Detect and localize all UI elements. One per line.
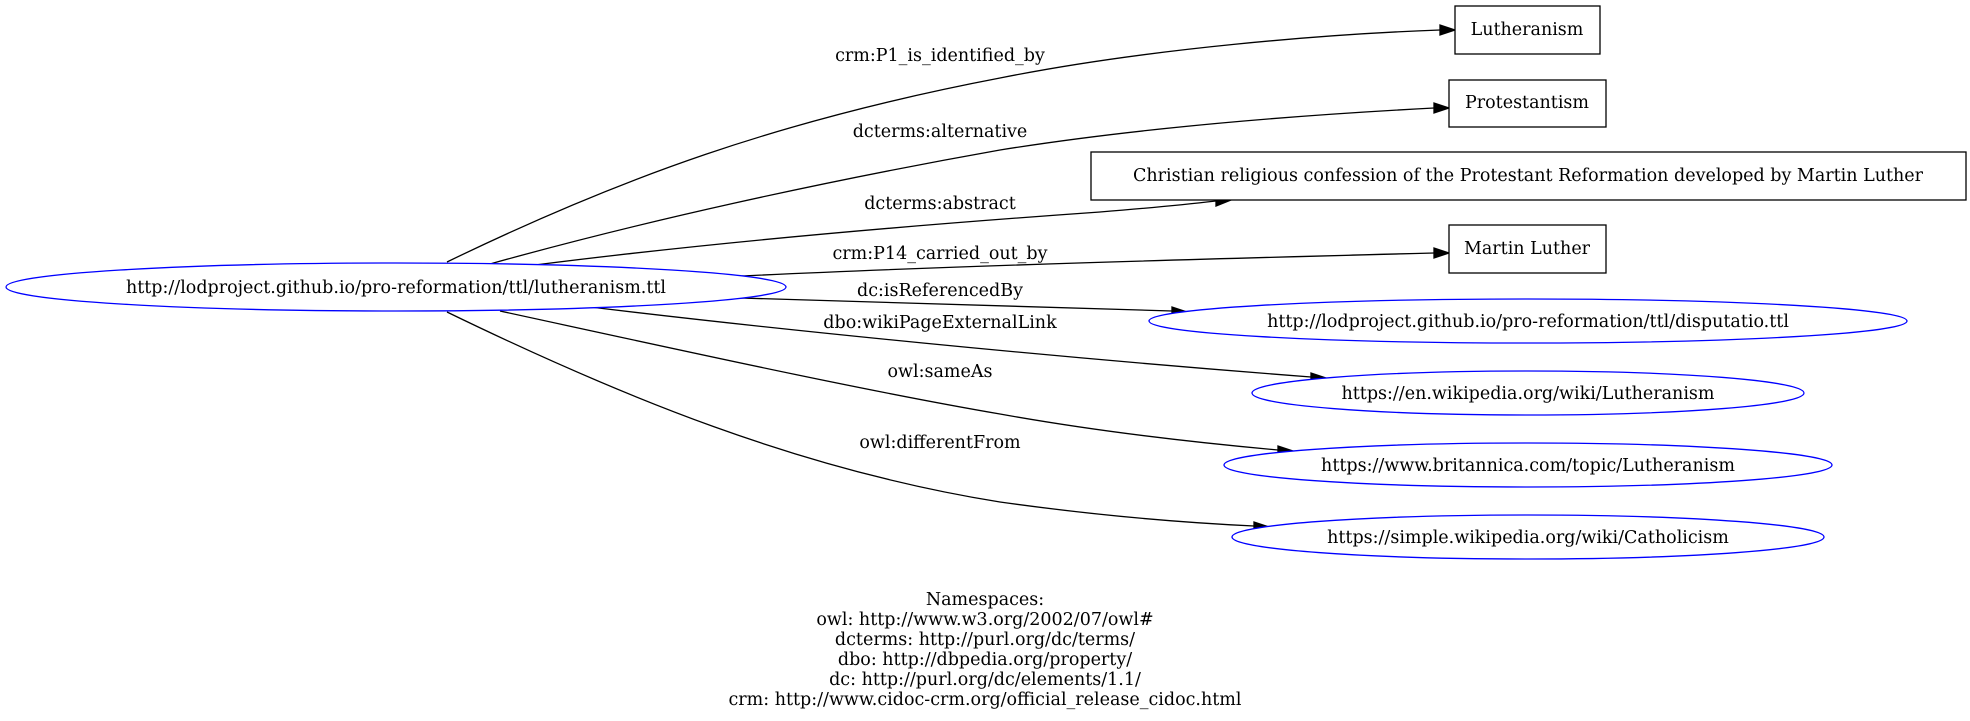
arrowhead [1439, 24, 1458, 36]
node-ellipse [1231, 514, 1825, 560]
node-box [1090, 151, 1967, 201]
edge-p14-carried-out-by[interactable]: crm:P14_carried_out_by [741, 244, 1452, 277]
edge-label: dc:isReferencedBy [857, 281, 1023, 301]
edge-label: dcterms:alternative [853, 122, 1028, 142]
namespace-line-crm: crm: http://www.cidoc-crm.org/official_r… [729, 690, 1242, 710]
node-abstract[interactable]: Christian religious confession of the Pr… [1090, 151, 1967, 201]
node-simple-wikipedia[interactable]: https://simple.wikipedia.org/wiki/Cathol… [1231, 514, 1825, 560]
edge-line [741, 252, 1435, 277]
source-node[interactable]: http://lodproject.github.io/pro-reformat… [5, 262, 787, 312]
node-label: Protestantism [1465, 93, 1589, 113]
node-en-wikipedia[interactable]: https://en.wikipedia.org/wiki/Lutheranis… [1251, 370, 1805, 416]
namespace-line-dbo: dbo: http://dbpedia.org/property/ [838, 650, 1132, 670]
edge-dbo-wiki-page-external-link[interactable]: dbo:wikiPageExternalLink [581, 305, 1329, 384]
node-label: https://www.britannica.com/topic/Luthera… [1321, 456, 1735, 476]
node-label: Christian religious confession of the Pr… [1133, 166, 1924, 186]
node-box [1454, 5, 1601, 55]
namespace-line-dc: dc: http://purl.org/dc/elements/1.1/ [829, 670, 1141, 690]
node-martin-luther[interactable]: Martin Luther [1448, 224, 1607, 274]
edge-dcterms-alternative[interactable]: dcterms:alternative [489, 102, 1452, 265]
namespace-line-dcterms: dcterms: http://purl.org/dc/terms/ [835, 630, 1135, 650]
edge-line [534, 200, 1217, 266]
edge-label: crm:P14_carried_out_by [833, 244, 1048, 264]
node-protestantism[interactable]: Protestantism [1448, 79, 1607, 128]
source-node-ellipse [5, 262, 787, 312]
edge-label: dbo:wikiPageExternalLink [823, 313, 1057, 333]
node-label: https://simple.wikipedia.org/wiki/Cathol… [1327, 528, 1729, 548]
node-label: Lutheranism [1471, 20, 1584, 40]
edge-label: owl:sameAs [888, 362, 993, 382]
node-ellipse [1148, 298, 1908, 344]
namespace-line-owl: owl: http://www.w3.org/2002/07/owl# [816, 610, 1153, 630]
edge-dc-is-referenced-by[interactable]: dc:isReferencedBy [739, 281, 1190, 318]
arrowhead [1433, 247, 1452, 259]
edge-line [499, 310, 1279, 451]
namespaces-legend: Namespaces: owl: http://www.w3.org/2002/… [729, 590, 1242, 710]
edge-dcterms-abstract[interactable]: dcterms:abstract [534, 194, 1234, 266]
edge-label: dcterms:abstract [864, 194, 1016, 214]
source-node-label: http://lodproject.github.io/pro-reformat… [126, 278, 666, 298]
node-box [1448, 79, 1607, 128]
node-ellipse [1223, 442, 1833, 488]
edge-line [446, 29, 1441, 263]
node-lutheranism[interactable]: Lutheranism [1454, 5, 1601, 55]
edge-p1-is-identified-by[interactable]: crm:P1_is_identified_by [446, 24, 1458, 263]
node-britannica[interactable]: https://www.britannica.com/topic/Luthera… [1223, 442, 1833, 488]
namespaces-heading: Namespaces: [926, 590, 1044, 610]
node-label: Martin Luther [1464, 239, 1591, 259]
node-ellipse [1251, 370, 1805, 416]
edge-owl-different-from[interactable]: owl:differentFrom [446, 311, 1272, 533]
edge-label: owl:differentFrom [859, 433, 1021, 453]
edge-line [489, 107, 1435, 265]
node-label: https://en.wikipedia.org/wiki/Lutheranis… [1342, 384, 1715, 404]
node-box [1448, 224, 1607, 274]
node-disputatio[interactable]: http://lodproject.github.io/pro-reformat… [1148, 298, 1908, 344]
edge-line [581, 305, 1312, 378]
node-label: http://lodproject.github.io/pro-reformat… [1267, 312, 1789, 332]
edge-label: crm:P1_is_identified_by [835, 46, 1045, 66]
edge-line [446, 311, 1255, 527]
edge-line [739, 297, 1173, 312]
arrowhead [1433, 102, 1452, 114]
